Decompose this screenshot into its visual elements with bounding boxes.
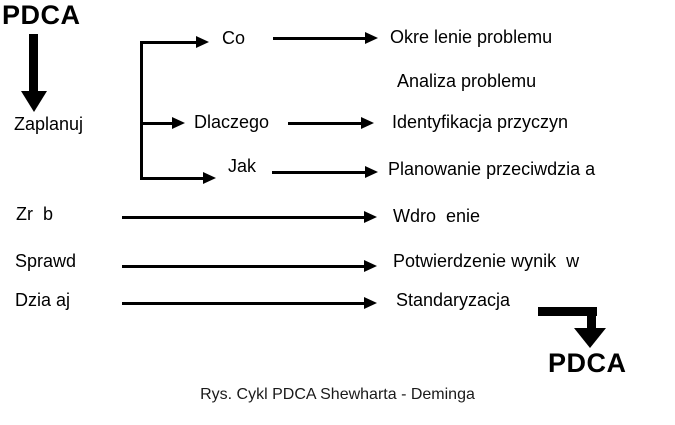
question-why-label: Dlaczego — [194, 112, 270, 132]
arrow-head — [172, 117, 185, 129]
outcome-implementation-label: Wdro enie — [393, 206, 481, 226]
arrow-shaft — [122, 265, 364, 268]
arrow-head — [21, 91, 47, 112]
arrow-shaft — [122, 302, 364, 305]
arrow-shaft — [140, 177, 203, 180]
question-what-label: Co — [222, 28, 246, 48]
pdca-title-bottom: PDCA — [548, 348, 627, 378]
outcome-standardization-label: Standaryzacja — [396, 290, 511, 310]
arrow-head — [364, 260, 377, 272]
outcome-result-confirmation-label: Potwierdzenie wynik w — [393, 251, 580, 271]
step-do-label: Zr b — [16, 204, 54, 224]
arrow-shaft — [273, 37, 365, 40]
arrow-head — [364, 211, 377, 223]
arrow-shaft — [29, 34, 38, 92]
outcome-define-problem-label: Okre lenie problemu — [390, 27, 553, 47]
arrow-shaft — [288, 122, 361, 125]
step-act-label: Dzia aj — [15, 290, 71, 310]
arrow-head — [364, 297, 377, 309]
arrow-head — [361, 117, 374, 129]
arrow-shaft — [272, 171, 365, 174]
step-check-label: Sprawd — [15, 251, 77, 271]
step-plan-label: Zaplanuj — [14, 114, 84, 134]
arrow-shaft — [140, 41, 196, 44]
arrow-shaft — [140, 122, 172, 125]
arrow-head — [196, 36, 209, 48]
arrow-head — [365, 166, 378, 178]
arrow-head — [203, 172, 216, 184]
figure-caption: Rys. Cykl PDCA Shewharta - Deminga — [200, 386, 475, 403]
outcome-problem-analysis-label: Analiza problemu — [397, 71, 537, 91]
arrow-shaft — [122, 216, 364, 219]
question-how-label: Jak — [228, 156, 257, 176]
arrow-shaft — [538, 307, 597, 316]
branch-connector-line — [140, 41, 143, 180]
outcome-countermeasure-planning-label: Planowanie przeciwdzia a — [388, 159, 596, 179]
arrow-head — [574, 328, 606, 348]
arrow-head — [365, 32, 378, 44]
outcome-cause-identification-label: Identyfikacja przyczyn — [392, 112, 569, 132]
arrow-shaft — [587, 307, 596, 329]
pdca-title-top: PDCA — [2, 0, 81, 30]
